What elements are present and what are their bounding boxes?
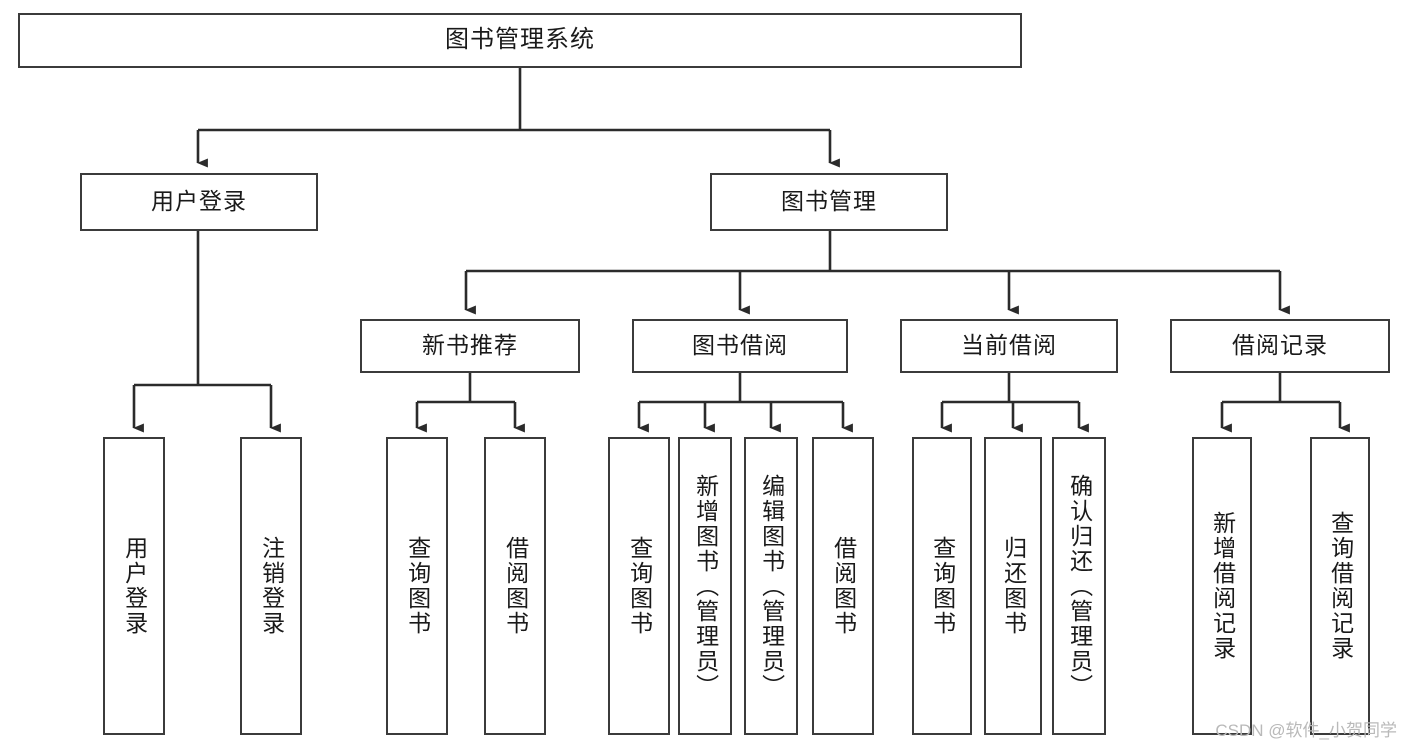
node-book-manage[interactable]: 图书管理 bbox=[710, 173, 948, 231]
node-new-book-recommend[interactable]: 新书推荐 bbox=[360, 319, 580, 373]
node-leaf-query-book-1-label: 查询图书 bbox=[404, 536, 431, 636]
node-leaf-add-book-label: 新增图书（管理员） bbox=[692, 473, 719, 699]
node-leaf-user-login-label: 用户登录 bbox=[121, 536, 148, 636]
node-leaf-confirm-return-label: 确认归还（管理员） bbox=[1066, 473, 1093, 699]
node-leaf-query-book-2[interactable]: 查询图书 bbox=[608, 437, 670, 735]
node-leaf-query-book-3-label: 查询图书 bbox=[929, 536, 956, 636]
node-leaf-add-book[interactable]: 新增图书（管理员） bbox=[678, 437, 732, 735]
node-leaf-user-logout[interactable]: 注销登录 bbox=[240, 437, 302, 735]
node-leaf-borrow-book-2-label: 借阅图书 bbox=[830, 536, 857, 636]
node-leaf-return-book-label: 归还图书 bbox=[1000, 536, 1027, 636]
node-leaf-edit-book[interactable]: 编辑图书（管理员） bbox=[744, 437, 798, 735]
node-leaf-edit-book-label: 编辑图书（管理员） bbox=[758, 473, 785, 699]
node-current-borrow[interactable]: 当前借阅 bbox=[900, 319, 1118, 373]
node-current-borrow-label: 当前借阅 bbox=[961, 332, 1057, 359]
node-leaf-query-record-label: 查询借阅记录 bbox=[1327, 511, 1354, 661]
node-leaf-query-book-2-label: 查询图书 bbox=[626, 536, 653, 636]
node-leaf-add-record-label: 新增借阅记录 bbox=[1209, 511, 1236, 661]
node-leaf-user-login[interactable]: 用户登录 bbox=[103, 437, 165, 735]
node-leaf-borrow-book-1[interactable]: 借阅图书 bbox=[484, 437, 546, 735]
node-leaf-confirm-return[interactable]: 确认归还（管理员） bbox=[1052, 437, 1106, 735]
node-book-borrow[interactable]: 图书借阅 bbox=[632, 319, 848, 373]
node-root[interactable]: 图书管理系统 bbox=[18, 13, 1022, 68]
node-root-label: 图书管理系统 bbox=[445, 26, 595, 54]
node-leaf-query-record[interactable]: 查询借阅记录 bbox=[1310, 437, 1370, 735]
node-leaf-query-book-1[interactable]: 查询图书 bbox=[386, 437, 448, 735]
node-user-login-label: 用户登录 bbox=[151, 188, 247, 215]
node-leaf-add-record[interactable]: 新增借阅记录 bbox=[1192, 437, 1252, 735]
node-leaf-borrow-book-1-label: 借阅图书 bbox=[502, 536, 529, 636]
node-book-borrow-label: 图书借阅 bbox=[692, 332, 788, 359]
node-leaf-query-book-3[interactable]: 查询图书 bbox=[912, 437, 972, 735]
node-leaf-borrow-book-2[interactable]: 借阅图书 bbox=[812, 437, 874, 735]
node-borrow-record[interactable]: 借阅记录 bbox=[1170, 319, 1390, 373]
node-book-manage-label: 图书管理 bbox=[781, 188, 877, 215]
watermark: CSDN @软件_小贺同学 bbox=[1215, 721, 1397, 740]
node-leaf-return-book[interactable]: 归还图书 bbox=[984, 437, 1042, 735]
node-leaf-user-logout-label: 注销登录 bbox=[258, 536, 285, 636]
node-user-login[interactable]: 用户登录 bbox=[80, 173, 318, 231]
node-new-book-recommend-label: 新书推荐 bbox=[422, 332, 518, 359]
node-borrow-record-label: 借阅记录 bbox=[1232, 332, 1328, 359]
